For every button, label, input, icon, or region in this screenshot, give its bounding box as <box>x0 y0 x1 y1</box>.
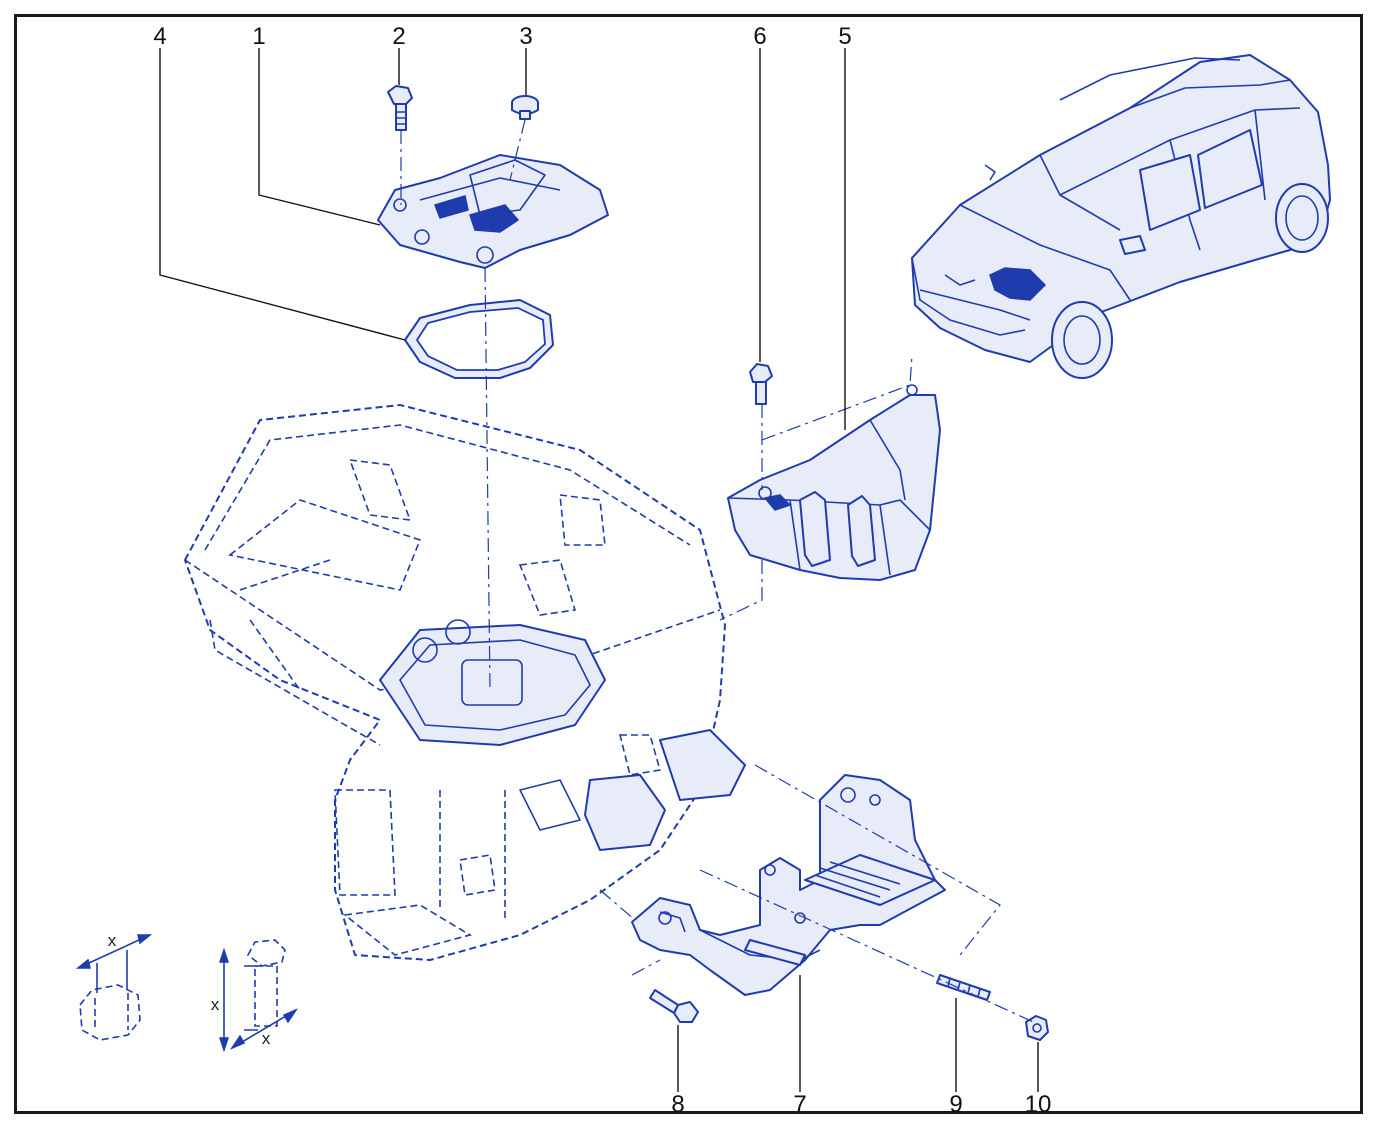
part-8-bolt <box>649 989 699 1023</box>
housing-gasket-seat <box>379 619 746 851</box>
part-4-gasket <box>404 299 554 379</box>
nut-dimension-sketch <box>75 934 153 1041</box>
part-1-cover <box>377 154 609 269</box>
part-3-cap <box>511 95 539 120</box>
callout-10: 10 <box>1025 1091 1052 1118</box>
callout-3: 3 <box>519 23 532 50</box>
nut-width-label: x <box>108 931 117 950</box>
part-6-bolt <box>749 363 773 405</box>
leader-lines <box>159 48 1039 1092</box>
part-10-nut <box>1025 1015 1049 1041</box>
callout-6: 6 <box>753 23 766 50</box>
callout-5: 5 <box>838 23 851 50</box>
callout-7: 7 <box>793 1091 806 1118</box>
part-7-lower-bracket <box>631 774 946 996</box>
bolt-length-label: x <box>211 995 220 1014</box>
part-9-stud <box>936 974 991 1001</box>
callout-8: 8 <box>671 1091 684 1118</box>
bolt-thread-label: x <box>262 1029 271 1048</box>
assembly-axis-lines <box>400 119 1041 1026</box>
callout-9: 9 <box>949 1091 962 1118</box>
bolt-dimension-sketch <box>218 939 298 1053</box>
callout-4: 4 <box>153 23 166 50</box>
callout-1: 1 <box>252 23 265 50</box>
part-5-bracket <box>727 384 941 581</box>
callout-2: 2 <box>392 23 405 50</box>
part-2-bolt <box>387 85 413 131</box>
vehicle-locator-illustration <box>911 54 1331 379</box>
